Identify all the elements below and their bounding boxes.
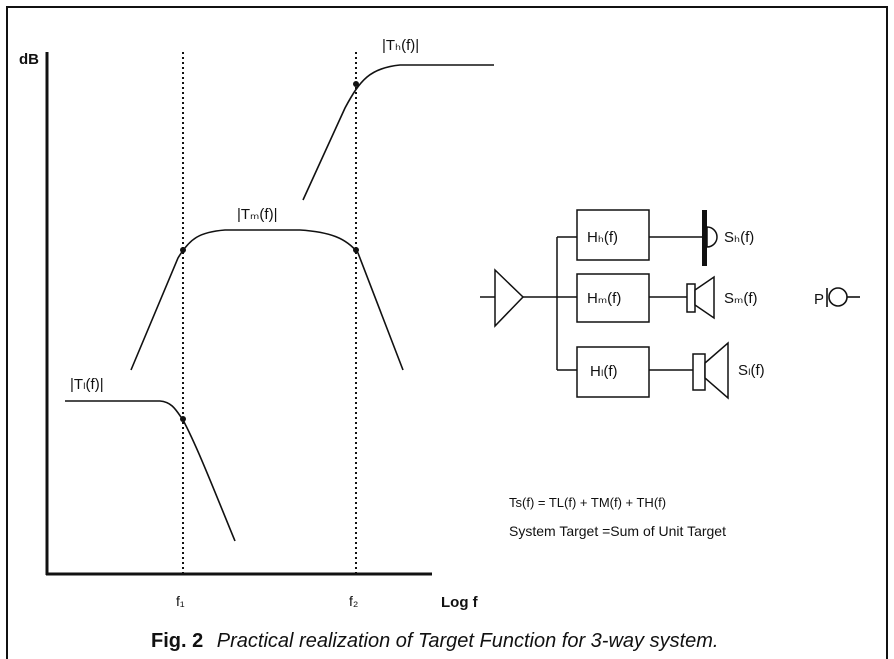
f1-label: f₁: [176, 593, 185, 609]
crossover-dot-mid-low: [180, 247, 186, 253]
crossover-dot-mid-high: [353, 247, 359, 253]
curve-mid-label: |Tₘ(f)|: [237, 206, 277, 223]
f2-label: f₂: [349, 593, 358, 609]
caption-text: Practical realization of Target Function…: [217, 630, 719, 652]
filter-mid-label: Hₘ(f): [587, 290, 621, 307]
curve-low-label: |Tₗ(f)|: [70, 376, 104, 393]
filter-high-label: Hₕ(f): [587, 229, 618, 246]
speaker-low-label: Sₗ(f): [738, 362, 765, 379]
crossover-dot-low: [180, 416, 186, 422]
amplifier-triangle: [494, 268, 525, 328]
filter-low-box: [576, 346, 650, 398]
midrange-cone-icon: [694, 275, 715, 320]
listener-head-icon: [828, 287, 848, 307]
speaker-mid-label: Sₘ(f): [724, 290, 758, 307]
curve-high: [302, 64, 494, 201]
caption: Fig. 2 Practical realization of Target F…: [151, 630, 719, 652]
filter-low-label: Hₗ(f): [590, 363, 617, 380]
woofer-magnet-icon: [692, 353, 706, 391]
curve-low: [65, 400, 236, 542]
midrange-magnet-icon: [686, 283, 696, 313]
curve-mid: [130, 229, 404, 371]
equation-line-2: System Target =Sum of Unit Target: [509, 523, 726, 539]
y-axis-label: dB: [19, 51, 39, 68]
tweeter-icon: [702, 210, 707, 266]
crossover-dot-high: [353, 81, 359, 87]
frame: [6, 6, 888, 659]
filter-high-box: [576, 209, 650, 261]
woofer-cone-icon: [704, 341, 729, 400]
curve-high-label: |Tₕ(f)|: [382, 37, 419, 54]
equation-line-1: Ts(f) = TL(f) + TM(f) + TH(f): [509, 495, 666, 510]
listener-label: P: [814, 291, 824, 308]
x-axis-label: Log f: [441, 594, 479, 611]
tweeter-dome-icon: [706, 226, 718, 248]
filter-mid-box: [576, 273, 650, 323]
caption-fig-number: Fig. 2: [151, 630, 203, 652]
speaker-high-label: Sₕ(f): [724, 229, 754, 246]
